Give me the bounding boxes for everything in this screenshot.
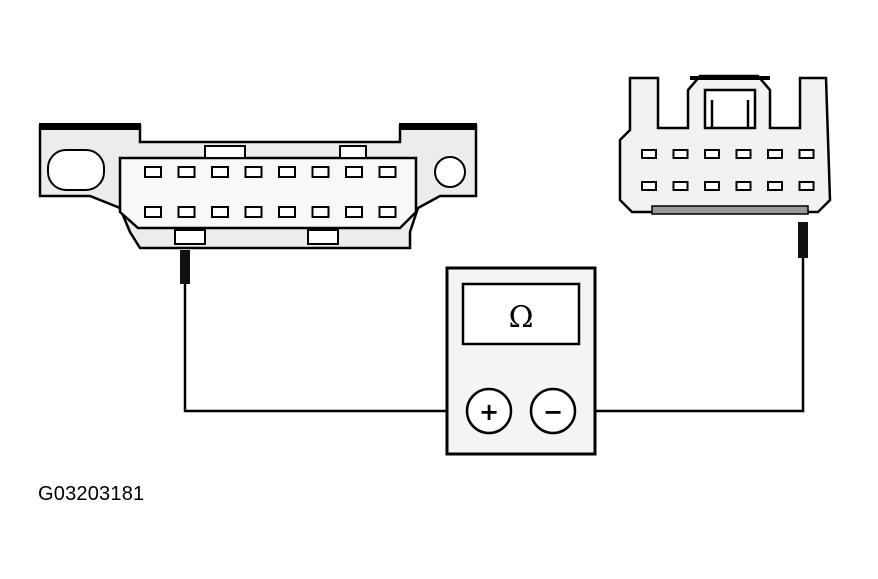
test-probe-icon	[180, 250, 190, 284]
connector-pin	[641, 149, 657, 159]
connector-pin	[767, 181, 783, 191]
connector-pin	[798, 181, 815, 191]
obd-connector-icon	[38, 123, 478, 284]
module-connector-icon	[618, 74, 832, 258]
connector-pin	[211, 206, 229, 218]
figure-id: G03203181	[38, 483, 145, 505]
connector-pin	[211, 166, 229, 178]
connector-pin	[641, 181, 657, 191]
connector-pin	[278, 166, 296, 178]
connector-pin	[672, 149, 689, 159]
ohmmeter-icon	[445, 266, 597, 456]
connector-pin	[704, 149, 720, 159]
positive-terminal-label: +	[479, 398, 499, 426]
ohm-symbol: Ω	[509, 300, 534, 335]
connector-pin	[278, 206, 296, 218]
connector-pin	[244, 166, 263, 178]
connector-pin	[311, 166, 330, 178]
connector-pin	[311, 206, 330, 218]
connector-pin	[798, 149, 815, 159]
connector-pin	[735, 149, 752, 159]
connector-pin	[345, 166, 363, 178]
connector-pin	[378, 206, 397, 218]
connector-pin	[244, 206, 263, 218]
connector-pin	[177, 166, 196, 178]
connector-pin	[767, 149, 783, 159]
connector-pin	[378, 166, 397, 178]
connector-pin	[672, 181, 689, 191]
test-probe-icon	[798, 222, 808, 258]
connector-pin	[735, 181, 752, 191]
connector-pin	[345, 206, 363, 218]
negative-terminal-label: −	[543, 398, 563, 426]
connector-pin	[144, 206, 162, 218]
connector-pin	[144, 166, 162, 178]
connector-pin	[704, 181, 720, 191]
connector-pin	[177, 206, 196, 218]
test-leads	[183, 258, 805, 413]
